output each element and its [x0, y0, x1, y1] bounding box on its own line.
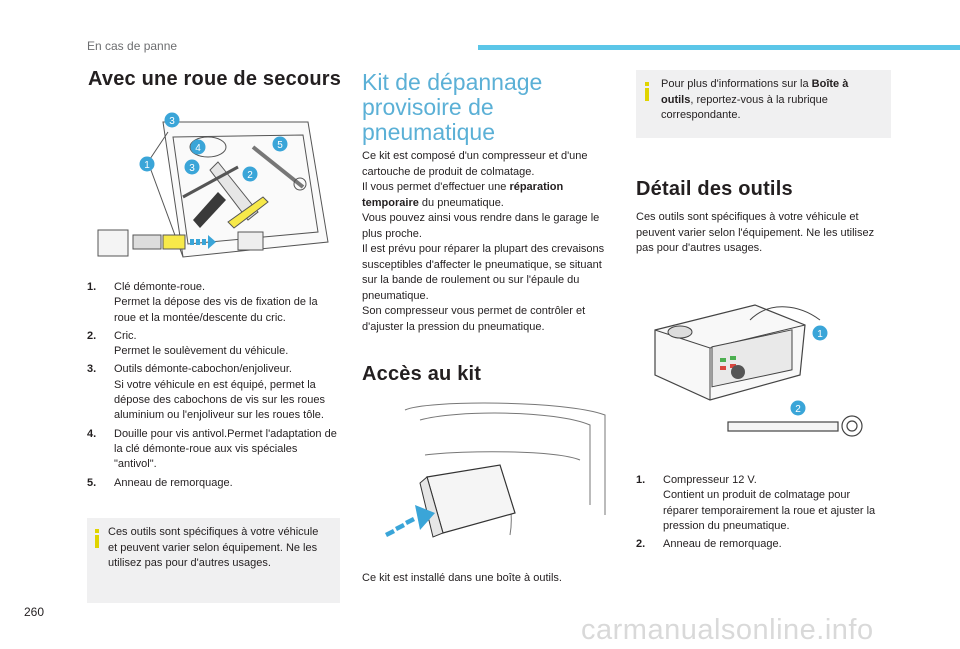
info-icon [645, 82, 649, 101]
kit-intro-b: Il vous permet d'effectuer une réparatio… [362, 181, 564, 209]
spare-wheel-heading: Avec une roue de secours [88, 68, 342, 90]
callout-3a: 3 [169, 116, 175, 127]
callout-2: 2 [795, 404, 801, 415]
list-item: 1. Compresseur 12 V. Contient un produit… [636, 473, 888, 534]
info-icon [95, 529, 99, 548]
list-item: 2. Anneau de remorquage. [636, 537, 888, 552]
kit-heading-line3: pneumatique [362, 119, 495, 145]
list-item: 2. Cric. Permet le soulèvement du véhicu… [87, 329, 339, 360]
tools-detail-heading: Détail des outils [636, 178, 793, 200]
compressor-callouts: 1 2 [790, 325, 828, 416]
item-number: 2. [87, 329, 97, 342]
item-name: Anneau de remorquage. [114, 476, 233, 489]
item-desc: Permet la dépose des vis de fixation de … [114, 296, 318, 324]
list-item: 5. Anneau de remorquage. [87, 476, 339, 491]
item-desc: Si votre véhicule en est équipé, permet … [114, 378, 325, 422]
kit-intro-e: Son compresseur vous permet de contrôler… [362, 305, 586, 333]
item-number: 2. [636, 538, 646, 551]
watermark: carmanualsonline.info [581, 614, 874, 646]
item-name: Anneau de remorquage. [663, 538, 782, 551]
item-number: 1. [636, 474, 646, 486]
info-note-text: Ces outils sont spécifiques à votre véhi… [108, 526, 319, 569]
item-name: Douille pour vis antivol.Permet l'adapta… [114, 427, 337, 471]
spare-wheel-tools-figure: 3 4 1 3 2 5 [97, 112, 329, 258]
kit-intro-a: Ce kit est composé d'un compresseur et d… [362, 150, 588, 178]
list-item: 1. Clé démonte-roue. Permet la dépose de… [87, 280, 339, 326]
callout-3b: 3 [189, 163, 195, 174]
section-label: En cas de panne [87, 39, 178, 53]
tools-detail-intro: Ces outils sont spécifiques à votre véhi… [636, 211, 875, 254]
toolbox-info-text: Pour plus d'informations sur la Boîte à … [661, 78, 849, 121]
compressor-list: 1. Compresseur 12 V. Contient un produit… [636, 473, 888, 555]
access-caption: Ce kit est installé dans une boîte à out… [362, 572, 562, 584]
item-number: 5. [87, 476, 97, 489]
figure-callouts: 3 4 1 3 2 5 [139, 112, 288, 182]
item-number: 3. [87, 363, 97, 376]
item-desc: Contient un produit de colmatage pour ré… [663, 489, 876, 532]
kit-heading: Kit de dépannage provisoire de pneumatiq… [362, 70, 612, 145]
callout-4: 4 [195, 143, 201, 154]
list-item: 4. Douille pour vis antivol.Permet l'ada… [87, 427, 339, 473]
tools-list: 1. Clé démonte-roue. Permet la dépose de… [87, 280, 339, 494]
item-name: Clé démonte-roue. [114, 281, 206, 293]
item-number: 1. [87, 281, 97, 293]
page-number: 260 [24, 605, 45, 619]
pointer-arrow-icon [193, 192, 226, 228]
item-name: Outils démonte-cabochon/enjoliveur. [114, 363, 292, 376]
callout-1: 1 [817, 329, 823, 340]
kit-description: Ce kit est composé d'un compresseur et d… [362, 149, 612, 335]
toolbox-info-box: Pour plus d'informations sur la Boîte à … [636, 70, 891, 138]
kit-heading-line1: Kit de dépannage [362, 69, 543, 95]
access-heading: Accès au kit [362, 363, 482, 385]
compressor-figure: 1 2 [654, 304, 863, 437]
list-item: 3. Outils démonte-cabochon/enjoliveur. S… [87, 362, 339, 423]
item-name: Compresseur 12 V. [663, 474, 757, 486]
kit-heading-line2: provisoire de [362, 94, 494, 120]
header-accent-bar [478, 45, 960, 50]
item-desc: Permet le soulèvement du véhicule. [114, 345, 289, 358]
callout-1: 1 [144, 160, 150, 171]
callout-5: 5 [277, 140, 283, 151]
kit-location-figure [385, 402, 606, 538]
kit-intro-d: Il est prévu pour réparer la plupart des… [362, 243, 605, 302]
item-name: Cric. [114, 329, 137, 342]
callout-2: 2 [247, 170, 253, 181]
pointer-arrow-icon [385, 505, 435, 537]
item-number: 4. [87, 427, 97, 440]
kit-intro-c: Vous pouvez ainsi vous rendre dans le ga… [362, 212, 600, 240]
info-note-box: Ces outils sont spécifiques à votre véhi… [87, 518, 340, 603]
